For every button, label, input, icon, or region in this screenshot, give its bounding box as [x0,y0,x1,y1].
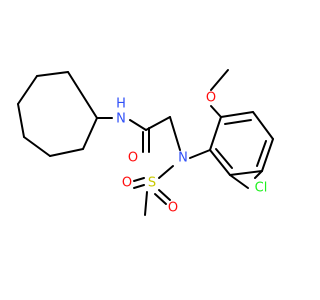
amide-nh-label: N H [116,97,126,127]
bond [252,111,274,140]
chlorine-label: Cl [255,181,268,196]
bond [256,140,267,167]
bond [36,71,69,77]
bond [129,119,147,131]
sulfur-label: S [148,176,156,191]
bond [220,111,254,118]
bond [17,103,25,138]
bond [158,165,174,179]
chloromethoxyphenyl-ring [209,111,274,176]
amide-n-symbol: N [116,112,126,127]
bond [215,148,233,169]
bond [158,189,171,201]
bond [254,170,263,179]
bond [133,184,145,189]
bond [82,117,98,150]
bond [133,177,145,182]
bond [23,136,51,157]
bond [154,193,167,205]
bond [209,116,222,151]
bond [17,75,38,105]
bond [145,116,171,131]
bond [49,148,84,157]
bond [144,191,148,216]
sulfonyl-o1-label: O [122,176,132,191]
bond [209,149,231,176]
sulfonyl-o2-label: O [168,201,178,216]
bond [229,170,263,176]
methoxy-o-label: O [206,91,216,106]
bond [67,71,98,119]
bond [169,116,181,151]
amide-h-symbol: H [116,97,126,112]
bond [210,69,229,91]
amide-o-label: O [128,151,138,166]
sulfonamide-n-label: N [178,151,188,166]
bond [224,119,252,125]
structure-canvas: N H O N S O O O Cl [17,69,274,216]
bond [210,105,222,118]
bond [229,174,249,189]
bond [261,138,274,172]
cycloheptyl-ring [17,71,98,157]
bond [189,149,211,159]
